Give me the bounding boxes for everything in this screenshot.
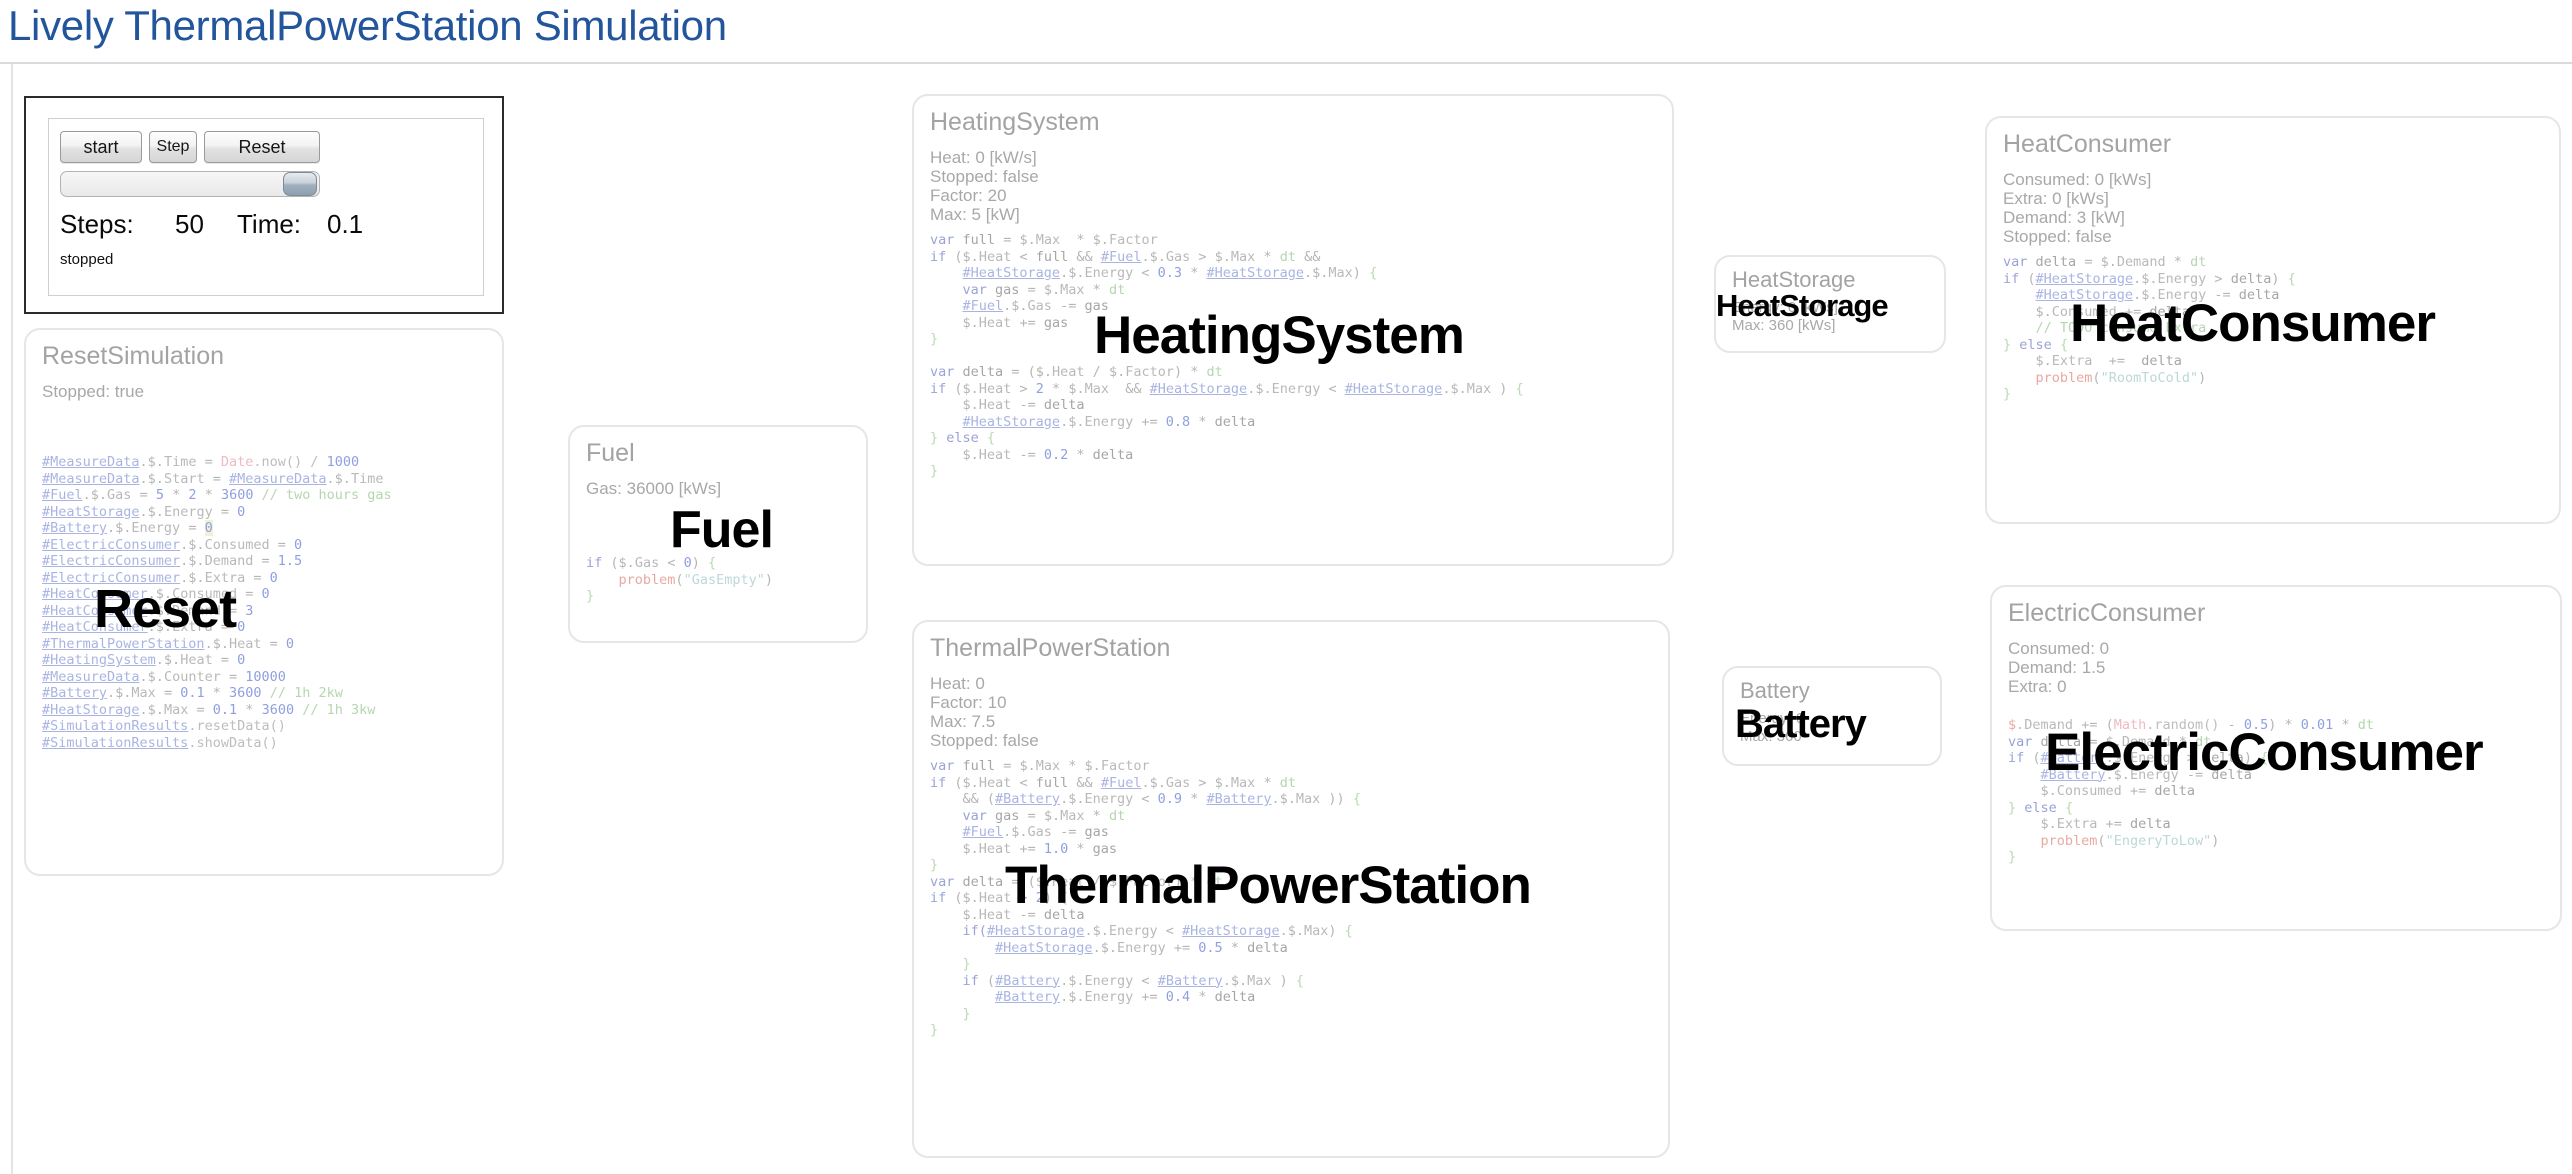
overlay-label-battery: Battery [1735,702,1867,746]
panel-title-reset-simulation: ResetSimulation [42,342,225,370]
panel-heat-storage[interactable]: HeatStorage Energy: 0 [kWs] Max: 360 [kW… [1714,255,1946,353]
panel-title-heating-system: HeatingSystem [930,108,1100,136]
panel-title-fuel: Fuel [586,439,635,467]
panel-fields-heat-consumer: Consumed: 0 [kWs] Extra: 0 [kWs] Demand:… [2003,170,2152,246]
page-title: Lively ThermalPowerStation Simulation [8,2,727,49]
panel-title-heat-storage: HeatStorage [1732,267,1856,292]
panel-fields-battery: Energy: 0 Max: 360 [1740,710,1805,745]
panel-electric-consumer[interactable]: ElectricConsumer Consumed: 0 Demand: 1.5… [1990,585,2562,931]
overlay-label-heat-storage: HeatStorage [1716,288,1889,323]
panel-fields-heat-storage: Energy: 0 [kWs] Max: 360 [kWs] [1732,299,1838,334]
steps-value: 50 [175,209,204,239]
panel-thermal-power-station[interactable]: ThermalPowerStation Heat: 0 Factor: 10 M… [912,620,1670,1158]
panel-title-battery: Battery [1740,678,1810,703]
time-label: Time: [237,209,302,239]
panel-title-heat-consumer: HeatConsumer [2003,130,2172,158]
simulation-control-window: start Step Reset Steps: 50 Time: 0.1 sto… [24,96,504,314]
panel-code-reset-simulation[interactable]: #MeasureData.$.Time = Date.now() / 1000 … [42,454,392,751]
step-button[interactable]: Step [149,131,197,163]
panel-battery[interactable]: Battery Energy: 0 Max: 360 [1722,666,1942,766]
panel-fields-fuel: Gas: 36000 [kWs] [586,479,722,498]
start-button[interactable]: start [60,131,142,163]
panel-code-heating-system[interactable]: var full = $.Max * $.Factor if ($.Heat <… [930,232,1524,479]
speed-slider-thumb[interactable] [283,172,317,196]
panel-reset-simulation[interactable]: ResetSimulation Stopped: true #MeasureDa… [24,328,504,876]
panel-fields-heating-system: Heat: 0 [kW/s] Stopped: false Factor: 20… [930,148,1039,224]
time-value: 0.1 [327,209,364,239]
reset-button[interactable]: Reset [204,131,320,163]
steps-label: Steps: [60,209,134,239]
panel-code-electric-consumer[interactable]: $.Demand += (Math.random() - 0.5) * 0.01… [2008,717,2374,865]
overlay-label-fuel: Fuel [670,501,774,559]
simulation-status-text: stopped [60,251,114,268]
simulation-control-inner-frame: start Step Reset Steps: 50 Time: 0.1 sto… [48,118,484,296]
panel-heating-system[interactable]: HeatingSystem Heat: 0 [kW/s] Stopped: fa… [912,94,1674,566]
title-divider [0,62,2572,64]
speed-slider[interactable] [60,171,320,197]
left-border-rule [11,64,13,1174]
panel-fields-electric-consumer: Consumed: 0 Demand: 1.5 Extra: 0 [2008,639,2110,696]
overlay-label-heating-system: HeatingSystem [1094,306,1465,365]
panel-heat-consumer[interactable]: HeatConsumer Consumed: 0 [kWs] Extra: 0 … [1985,116,2561,524]
panel-fields-thermal-power-station: Heat: 0 Factor: 10 Max: 7.5 Stopped: fal… [930,674,1039,750]
panel-code-thermal-power-station[interactable]: var full = $.Max * $.Factor if ($.Heat <… [930,758,1361,1038]
panel-title-electric-consumer: ElectricConsumer [2008,599,2206,627]
panel-code-fuel[interactable]: if ($.Gas < 0) { problem("GasEmpty") } [586,555,773,604]
overlay-label-reset: Reset [94,579,237,639]
overlay-label-electric-consumer: ElectricConsumer [2045,723,2484,782]
panel-title-thermal-power-station: ThermalPowerStation [930,634,1171,662]
panel-code-heat-consumer[interactable]: var delta = $.Demand * dt if (#HeatStora… [2003,254,2296,402]
overlay-label-thermal-power-station: ThermalPowerStation [1005,856,1532,915]
panel-fuel[interactable]: Fuel Gas: 36000 [kWs] if ($.Gas < 0) { p… [568,425,868,643]
overlay-label-heat-consumer: HeatConsumer [2070,294,2436,353]
panel-fields-reset-simulation: Stopped: true [42,382,145,401]
